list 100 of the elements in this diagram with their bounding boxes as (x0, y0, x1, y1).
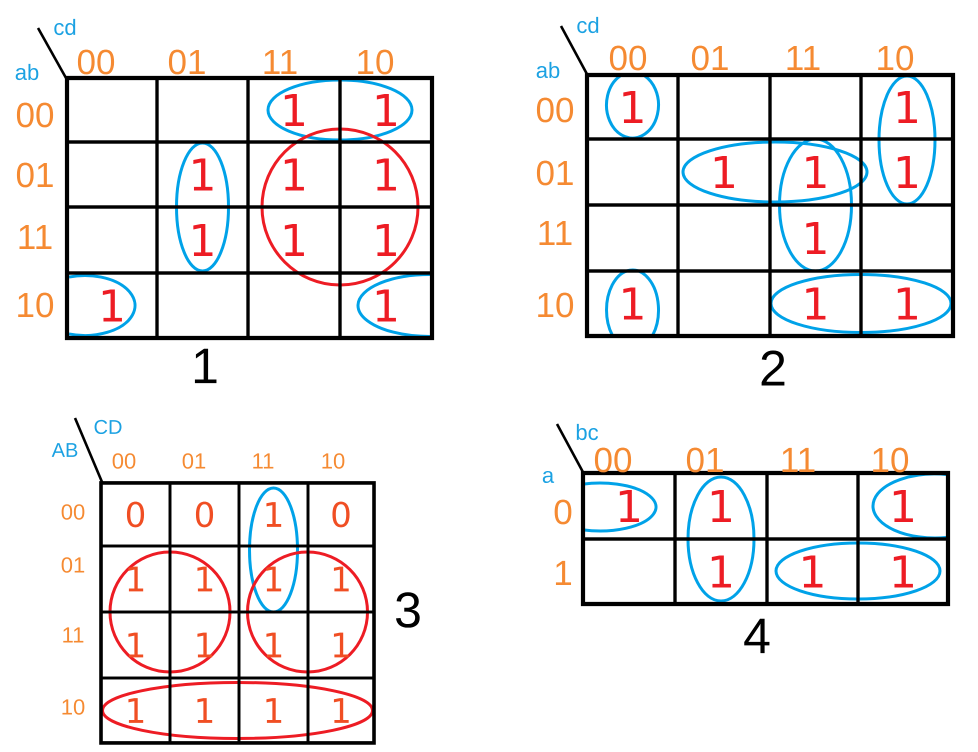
grouping-loop (260, 127, 420, 286)
kmap-cell: 1 (306, 544, 376, 614)
grouping-loop (774, 541, 942, 600)
row-header: 11 (20, 224, 52, 250)
kmap-cell: 1 (859, 269, 955, 338)
kmap-cell: 1 (768, 269, 863, 338)
kmap-grid (580, 470, 950, 606)
column-header: 11 (253, 453, 274, 469)
column-header: 11 (788, 46, 820, 70)
row-header: 0 (554, 500, 572, 524)
column-header: 10 (878, 46, 914, 70)
kmap-cell: 1 (673, 471, 769, 541)
row-header: 10 (18, 292, 54, 318)
row-header: 11 (63, 627, 84, 643)
column-header: 01 (686, 448, 723, 472)
variable-label: ab (16, 64, 38, 80)
kmap-cell: 1 (765, 537, 860, 606)
grouping-loop (108, 550, 232, 674)
column-header: 01 (692, 46, 728, 70)
grouping-loop: 1 (605, 74, 660, 140)
kmap-cell: 0 (168, 482, 240, 548)
kmap-cell: 1 (338, 76, 434, 144)
kmap-cell: 1 (168, 610, 240, 680)
kmap-cell: 1 (246, 140, 342, 209)
column-header: 00 (112, 453, 136, 469)
kmap-cell: 0 (100, 482, 172, 548)
column-header: 10 (358, 50, 394, 74)
kmap-cell: 1 (306, 676, 376, 744)
kmap-cell: 1 (238, 482, 310, 548)
variable-label: bc (576, 424, 598, 440)
kmap-cell: 1 (168, 676, 240, 744)
variable-label: AB (52, 443, 78, 457)
map-number: 4 (744, 618, 770, 654)
variable-label: cd (54, 18, 76, 36)
grouping-loop (778, 138, 853, 272)
grouping-loop (266, 78, 414, 142)
kmap-cell: 1 (100, 610, 172, 680)
kmap-cell: 1 (338, 140, 434, 209)
row-header: 01 (62, 557, 84, 573)
grouping-loop (682, 140, 868, 204)
kmap-cell: 1 (306, 610, 376, 680)
row-header: 11 (540, 220, 572, 246)
grouping-loop: 1 (582, 482, 658, 532)
kmap-grid (584, 72, 956, 338)
map-number: 3 (396, 592, 420, 628)
column-header: 00 (78, 50, 114, 74)
column-header: 01 (168, 50, 205, 74)
row-header: 00 (62, 504, 84, 520)
kmap-cell: 1 (856, 537, 950, 606)
kmap-cell: 1 (246, 76, 342, 144)
kmap-cell: 1 (238, 544, 310, 614)
kmap-cell: 1 (246, 205, 342, 275)
kmap-cell: 1 (155, 140, 250, 209)
row-header: 1 (556, 560, 572, 586)
kmap-cell: 1 (100, 544, 172, 614)
variable-label: a (542, 470, 554, 484)
grouping-loop (246, 550, 369, 674)
kmap-cell: 1 (168, 544, 240, 614)
kmap-cell: 1 (155, 205, 250, 275)
variable-label: ab (536, 62, 560, 78)
kmap-cell: 1 (673, 537, 769, 606)
grouping-loop (175, 142, 230, 272)
kmap-cell: 1 (859, 137, 955, 207)
kmap-cell: 1 (238, 610, 310, 680)
grouping-loop: 1 (605, 268, 660, 336)
column-header: 10 (873, 448, 908, 472)
column-header: 01 (182, 453, 206, 469)
kmap-cell: 1 (859, 73, 955, 141)
column-header: 11 (264, 50, 296, 74)
grouping-loop (101, 680, 374, 740)
grouping-loop: 1 (68, 274, 136, 337)
kmap-grid (64, 76, 434, 340)
row-header: 01 (16, 162, 53, 188)
kmap-grid (99, 481, 376, 745)
grouping-loop: 1 (872, 472, 948, 540)
variable-label: cd (577, 16, 598, 34)
column-header: 10 (322, 453, 344, 469)
kmap-cell: 1 (676, 137, 772, 207)
kmap-cell: 1 (100, 676, 172, 744)
kmap-cell: 1 (238, 676, 310, 744)
grouping-loop (248, 486, 299, 614)
row-header: 01 (536, 160, 573, 186)
map-number: 2 (762, 350, 784, 386)
column-header: 11 (782, 448, 814, 472)
grouping-loop: 1 (356, 273, 432, 338)
kmap-cell: 1 (768, 137, 863, 207)
variable-label: CD (94, 420, 122, 434)
kmap-cell (338, 271, 434, 340)
kmap-cell: 1 (338, 205, 434, 275)
grouping-loop (686, 475, 756, 602)
row-header: 00 (536, 98, 574, 122)
map-number: 1 (194, 348, 216, 384)
row-header: 10 (62, 699, 84, 715)
grouping-loop (770, 273, 952, 334)
column-header: 00 (594, 448, 632, 472)
row-header: 10 (538, 292, 574, 318)
column-header: 00 (610, 46, 646, 70)
kmap-cell: 1 (768, 203, 863, 273)
row-header: 00 (16, 102, 54, 128)
grouping-loop (878, 74, 936, 206)
